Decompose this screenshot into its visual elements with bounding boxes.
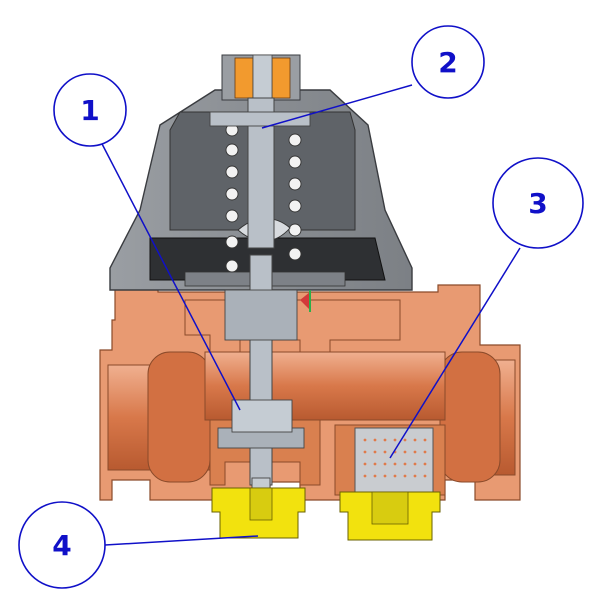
adjuster-screw bbox=[252, 54, 273, 104]
bonnet bbox=[109, 89, 413, 291]
left-cap-slot bbox=[249, 487, 273, 521]
callout-2-leader bbox=[261, 84, 413, 129]
seat-insert bbox=[231, 399, 293, 433]
callout-1-label: 1 bbox=[80, 94, 99, 127]
callout-4-leader bbox=[104, 535, 259, 546]
callout-3-label: 3 bbox=[528, 187, 547, 220]
lower-stem bbox=[249, 254, 273, 486]
callout-1: 1 bbox=[53, 73, 127, 147]
callout-2: 2 bbox=[411, 25, 485, 99]
adjuster-nut-right bbox=[271, 57, 291, 99]
strainer bbox=[354, 427, 434, 494]
callout-lines bbox=[99, 84, 521, 546]
outlet-bore bbox=[439, 351, 501, 483]
bottom-caps bbox=[211, 487, 441, 541]
adjuster-nut-left bbox=[234, 57, 254, 99]
inlet-bore bbox=[147, 351, 211, 483]
callout-3-circle bbox=[492, 157, 584, 249]
callout-4-label: 4 bbox=[52, 529, 71, 562]
callout-1-leader bbox=[99, 139, 241, 411]
callout-2-label: 2 bbox=[438, 46, 457, 79]
valve-body bbox=[99, 284, 521, 501]
stem-assembly bbox=[209, 97, 311, 509]
strainer-mesh bbox=[354, 427, 434, 494]
spring-coils-right bbox=[288, 133, 302, 261]
right-cap-slot bbox=[371, 491, 409, 525]
callout-4-circle bbox=[18, 501, 106, 589]
pressure-indicator bbox=[300, 292, 310, 310]
spring-coils-left bbox=[225, 123, 239, 273]
adjuster bbox=[221, 54, 301, 104]
callout-2-circle bbox=[411, 25, 485, 99]
strainer-holes bbox=[363, 438, 427, 478]
stem-guide bbox=[224, 289, 298, 341]
callout-3-leader bbox=[389, 247, 521, 459]
callout-1-circle bbox=[53, 73, 127, 147]
callout-3: 3 bbox=[492, 157, 584, 249]
stem-collar bbox=[209, 111, 311, 127]
callout-4: 4 bbox=[18, 501, 106, 589]
